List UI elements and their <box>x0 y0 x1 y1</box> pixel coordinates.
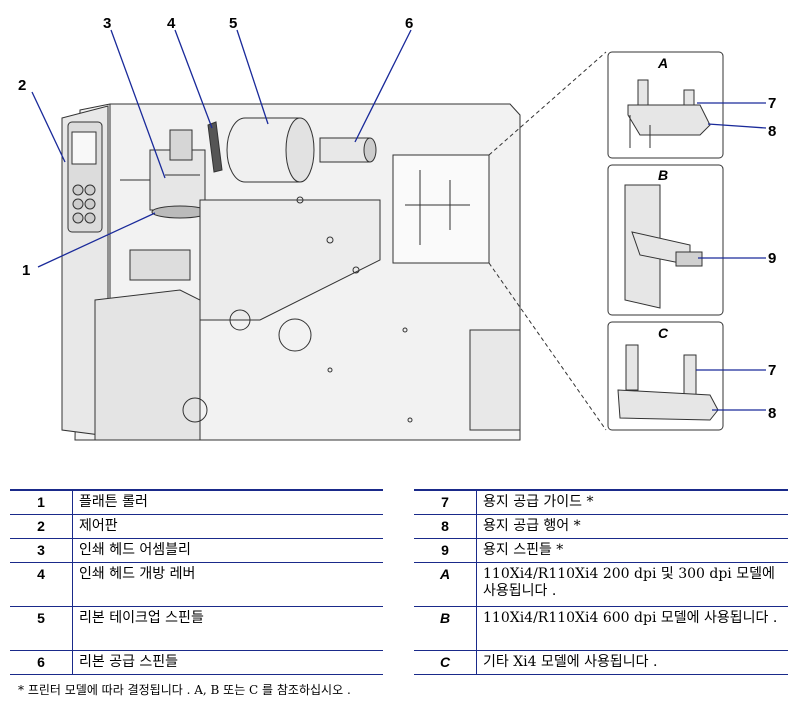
control-panel <box>67 121 103 233</box>
legend-text: 용지 공급 가이드 * <box>476 489 788 515</box>
legend-row: 4 인쇄 헤드 개방 레버 <box>10 562 383 607</box>
legend-table-left: 1 플래튼 롤러 2 제어판 3 인쇄 헤드 어셈블리 4 인쇄 헤드 개방 레… <box>10 489 383 675</box>
legend-key: 8 <box>414 514 477 539</box>
legend-text: 리본 테이크업 스핀들 <box>72 606 383 651</box>
legend-key: B <box>414 606 477 651</box>
legend-row: A 110Xi4/R110Xi4 200 dpi 및 300 dpi 모델에 사… <box>414 562 788 607</box>
printer-diagram: A B C <box>18 15 776 441</box>
legend-text: 용지 스핀들 * <box>476 538 788 563</box>
legend-text: 용지 공급 행어 * <box>476 514 788 539</box>
legend-key: C <box>414 650 477 675</box>
legend-key: 5 <box>10 606 73 651</box>
legend-key: 1 <box>10 489 73 515</box>
ribbon-takeup-spindle <box>226 117 315 183</box>
printhead-assembly <box>149 129 206 211</box>
legend-row: B 110Xi4/R110Xi4 600 dpi 모델에 사용됩니다 . <box>414 606 788 651</box>
legend-text: 플래튼 롤러 <box>72 489 383 515</box>
legend-row: 6 리본 공급 스핀들 <box>10 650 383 675</box>
callout-6: 6 <box>405 15 413 32</box>
ribbon-supply-spindle <box>319 137 377 163</box>
callout-5: 5 <box>229 15 237 32</box>
inset-a: A <box>607 51 724 159</box>
inset-b-label: B <box>658 167 668 183</box>
legend-row: 9 용지 스핀들 * <box>414 538 788 563</box>
inset-b: B <box>607 164 724 316</box>
legend-key: 7 <box>414 489 477 515</box>
inset-c-label: C <box>658 325 669 341</box>
media-hanger-area <box>392 154 490 264</box>
legend-text: 110Xi4/R110Xi4 200 dpi 및 300 dpi 모델에 사용됩… <box>476 562 788 607</box>
callout-2: 2 <box>18 77 26 94</box>
footnote: * 프린터 모델에 따라 결정됩니다 . A, B 또는 C 를 참조하십시오 … <box>18 683 351 697</box>
legend-key: 3 <box>10 538 73 563</box>
legend-row: 2 제어판 <box>10 514 383 539</box>
callout-4: 4 <box>167 15 176 32</box>
legend-key: 2 <box>10 514 73 539</box>
legend-text: 제어판 <box>72 514 383 539</box>
legend-text: 인쇄 헤드 개방 레버 <box>72 562 383 607</box>
callout-a-8: 8 <box>768 123 776 140</box>
legend-row: 8 용지 공급 행어 * <box>414 514 788 539</box>
legend-row: 7 용지 공급 가이드 * <box>414 489 788 515</box>
legend-key: A <box>414 562 477 607</box>
legend-row: 5 리본 테이크업 스핀들 <box>10 606 383 651</box>
callout-a-7: 7 <box>768 95 776 112</box>
callout-1: 1 <box>22 262 30 279</box>
legend-text: 110Xi4/R110Xi4 600 dpi 모델에 사용됩니다 . <box>476 606 788 651</box>
legend-table-right: 7 용지 공급 가이드 * 8 용지 공급 행어 * 9 용지 스핀들 * A … <box>414 489 788 675</box>
legend-key: 4 <box>10 562 73 607</box>
legend-row: 3 인쇄 헤드 어셈블리 <box>10 538 383 563</box>
legend-key: 6 <box>10 650 73 675</box>
legend-row: C 기타 Xi4 모델에 사용됩니다 . <box>414 650 788 675</box>
legend-key: 9 <box>414 538 477 563</box>
legend-text: 기타 Xi4 모델에 사용됩니다 . <box>476 650 788 675</box>
callout-b-9: 9 <box>768 250 776 267</box>
printhead-lever <box>207 121 223 173</box>
legend-row: 1 플래튼 롤러 <box>10 489 383 515</box>
legend-text: 리본 공급 스핀들 <box>72 650 383 675</box>
legend-text: 인쇄 헤드 어셈블리 <box>72 538 383 563</box>
inset-a-label: A <box>657 55 668 71</box>
inset-c: C <box>607 321 724 431</box>
callout-3: 3 <box>103 15 111 32</box>
callout-c-8: 8 <box>768 405 776 422</box>
callout-c-7: 7 <box>768 362 776 379</box>
